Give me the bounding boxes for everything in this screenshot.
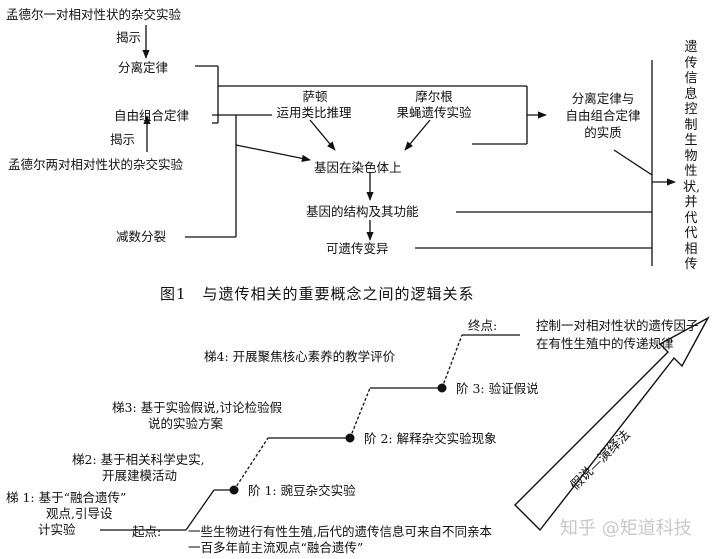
law-of-segregation: 分离定律 xyxy=(118,60,169,75)
ladder-3-line-1: 梯3: 基于实验假说,讨论检验假 xyxy=(112,400,283,415)
reveal-label-2: 揭示 xyxy=(110,132,136,147)
meiosis: 减数分裂 xyxy=(116,229,167,244)
start-point-line-2: 一百多年前主流观点“融合遗传” xyxy=(188,540,364,555)
genes-on-chromosomes: 基因在染色体上 xyxy=(314,160,402,175)
figure-1-caption: 图1 与遗传相关的重要概念之间的逻辑关系 xyxy=(160,285,475,303)
end-point-line-2: 在有性生殖中的传递规律 xyxy=(536,336,674,351)
ladder-3-line-2: 说的实验方案 xyxy=(148,416,224,431)
mendel-monohybrid-experiment: 孟德尔一对相对性状的杂交实验 xyxy=(6,7,182,22)
start-point-line-1: 一些生物进行有性生殖,后代的遗传信息可来自不同亲本 xyxy=(188,524,492,539)
sutton-name: 萨顿 xyxy=(302,89,328,104)
reveal-label-1: 揭示 xyxy=(116,30,142,45)
end-point-label: 终点: xyxy=(468,318,498,333)
stage-3: 阶 3: 验证假说 xyxy=(456,381,539,396)
sutton-analogy-reasoning: 运用类比推理 xyxy=(276,105,352,120)
gene-structure-and-function: 基因的结构及其功能 xyxy=(306,204,419,219)
ladder-1-line-3: 计实验 xyxy=(38,522,76,537)
mendel-dihybrid-experiment: 孟德尔两对相对性状的杂交实验 xyxy=(8,157,184,172)
ladder-1-line-1: 梯 1: 基于“融合遗传” xyxy=(6,490,127,505)
heritable-variation: 可遗传变异 xyxy=(326,241,389,256)
morgan-fruit-fly-experiment: 果蝇遗传实验 xyxy=(396,105,472,120)
start-point-label: 起点: xyxy=(132,524,162,539)
conclusion-vertical-text: 遗传信息控制生物性状,并代代相传 xyxy=(683,40,701,272)
essence-line-1: 分离定律与 xyxy=(571,91,635,106)
zhihu-watermark: 知乎 @矩道科技 xyxy=(560,518,692,539)
morgan-name: 摩尔根 xyxy=(415,89,453,104)
law-of-independent-assortment: 自由组合定律 xyxy=(114,108,190,123)
ladder-2-line-2: 开展建模活动 xyxy=(102,468,178,483)
essence-line-2: 自由组合定律 xyxy=(565,108,641,123)
ladder-4: 梯4: 开展聚焦核心素养的教学评价 xyxy=(204,349,396,364)
stage-1: 阶 1: 豌豆杂交实验 xyxy=(248,483,356,498)
ladder-1-line-2: 观点,引导设 xyxy=(46,506,113,521)
end-point-line-1: 控制一对相对性状的遗传因子 xyxy=(536,318,699,333)
essence-line-3: 的实质 xyxy=(584,125,622,140)
stage-2: 阶 2: 解释杂交实验现象 xyxy=(364,431,497,446)
ladder-2-line-1: 梯2: 基于相关科学史实, xyxy=(72,452,205,467)
